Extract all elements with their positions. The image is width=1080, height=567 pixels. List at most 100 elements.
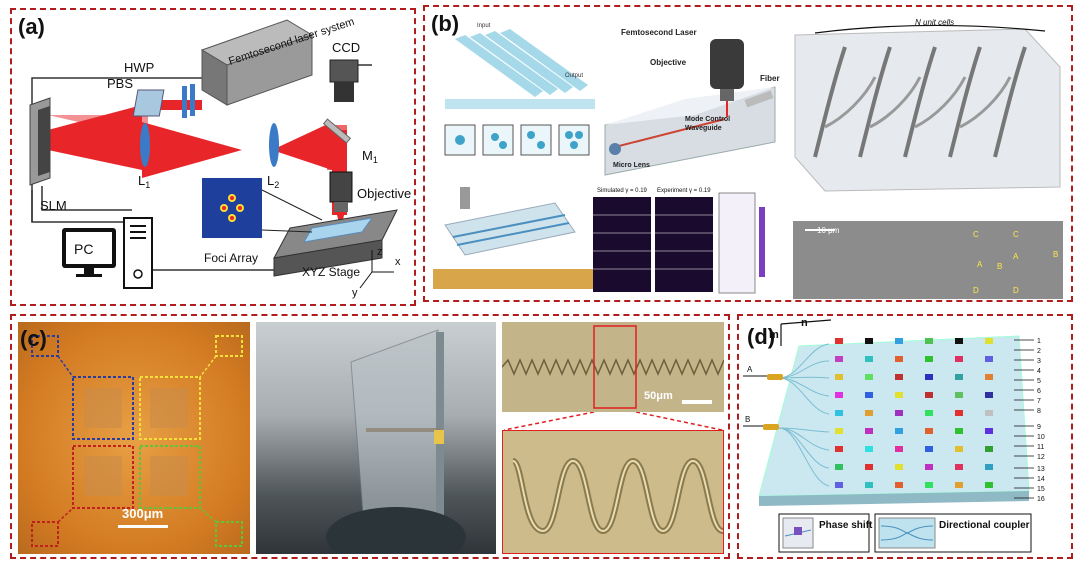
output-6: 6 [1037,388,1041,395]
output-5: 5 [1037,378,1041,385]
axis-m: m [769,329,779,341]
slm-label: SLM [40,198,67,213]
output-7: 7 [1037,398,1041,405]
output-14: 14 [1037,476,1045,483]
sem-label-a2: A [977,260,983,269]
output-3: 3 [1037,358,1041,365]
orange-microscope-photo: (c) 300μm [18,322,250,554]
beam-2 [48,105,142,170]
mode-insets [444,124,590,156]
output-4: 4 [1037,368,1041,375]
zoom-lines [503,412,723,431]
foci-array-image [202,178,262,238]
ccd-camera [329,59,359,102]
writing-setup-3d [604,39,776,176]
output-8: 8 [1037,408,1041,415]
glass-slide-photo [256,322,496,554]
sem-label-c: C [973,230,979,239]
zigzag-line [502,325,724,409]
input-b-label: B [745,415,750,424]
legend [778,513,1032,553]
sem-image [793,221,1063,299]
lens-l1 [140,123,150,167]
waveguide-fan [778,343,830,487]
scale-300um: 300μm [122,506,164,521]
b-waveguide-label: Waveguide [685,125,722,132]
input-a-port [767,374,783,380]
m1-label: M1 [362,148,378,165]
xyz-stage [273,209,398,277]
axis-n: n [801,317,808,329]
axis-z: z [377,246,383,258]
micro-lens-label: Micro Lens [613,162,650,169]
panel-b: (b) Input Output [423,5,1073,302]
mesh-interferometer: A B m n 1 2 3 4 5 [743,317,1045,553]
zoomed-zigzag [511,457,723,535]
panel-a-label: (a) [18,14,45,39]
output-12: 12 [1037,454,1045,461]
array-outlines [31,335,243,547]
pc-tower [123,217,153,289]
stage-label: XYZ Stage [302,265,360,279]
input-label: Input [477,23,491,29]
panel-a: (a) Femtosecond laser system HWP PBS [10,8,416,306]
panel-b-label: (b) [431,11,460,36]
output-15: 15 [1037,486,1045,493]
output-11: 11 [1037,444,1044,451]
fiber-label: Fiber [760,74,780,83]
sem-label-c2: C [1013,230,1019,239]
output-10: 10 [1037,434,1045,441]
beam-3 [142,122,332,178]
beam-1 [152,100,202,110]
mode-control-label: Mode Control [685,116,730,123]
input-a-label: A [747,365,753,374]
output-9: 9 [1037,424,1041,431]
optical-setup-diagram: Femtosecond laser system HWP PBS SLM L1 … [29,16,411,299]
axis-y: y [352,287,358,299]
hwp-plate [182,86,187,118]
panel-d-label: (d) [747,324,776,349]
output-2: 2 [1037,348,1041,355]
pbs-label: PBS [107,76,133,91]
scale-50um: 50μm [644,390,673,402]
ccd-label: CCD [332,40,360,55]
fs-laser-label: Femtosecond Laser [621,28,697,37]
axis-x: x [395,256,401,268]
mirror-m1 [322,118,352,144]
output-1: 1 [1037,338,1041,345]
sim-title: Simulated γ = 0.19 [597,188,648,194]
chip-3d-view [433,187,603,289]
pc-monitor [62,228,116,277]
mode-evolution-grid [593,192,765,294]
objective-lens [329,171,353,212]
output-16: 16 [1037,496,1045,503]
output-arrows [1014,339,1034,499]
tapered-waveguides [455,29,588,97]
l1-label: L1 [138,173,150,190]
sem-label-b2: B [997,262,1002,271]
legend-coupler-label: Directional coupler [939,520,1030,531]
unit-cell-lattice [794,24,1061,192]
zoomed-waveguide-photo [502,430,724,554]
foci-label: Foci Array [204,251,258,265]
sem-label-b: B [1053,250,1058,259]
axis-indicator [359,250,394,289]
zigzag-waveguide-photo: 50μm [502,322,724,412]
input-b-port [763,424,779,430]
n-unit-cells-label: N unit cells [915,18,954,27]
b-objective-label: Objective [650,58,687,67]
panel-c-label: (c) [20,326,47,351]
legend-phase-label: Phase shift [819,520,873,531]
hwp-label: HWP [124,60,154,75]
output-label: Output [565,73,583,79]
l2-label: L2 [267,173,279,190]
glass-slide-shape [326,329,466,554]
sem-label-d: D [973,286,979,295]
objective-label: Objective [357,186,411,201]
pc-label: PC [74,241,93,257]
panel-d: A B m n 1 2 3 4 5 [737,314,1073,559]
panel-c: (c) 300μm 50μm [10,314,730,559]
laser-box: Femtosecond laser system [200,16,356,106]
taper-profile [445,99,595,109]
sem-label-a: A [1013,252,1019,261]
